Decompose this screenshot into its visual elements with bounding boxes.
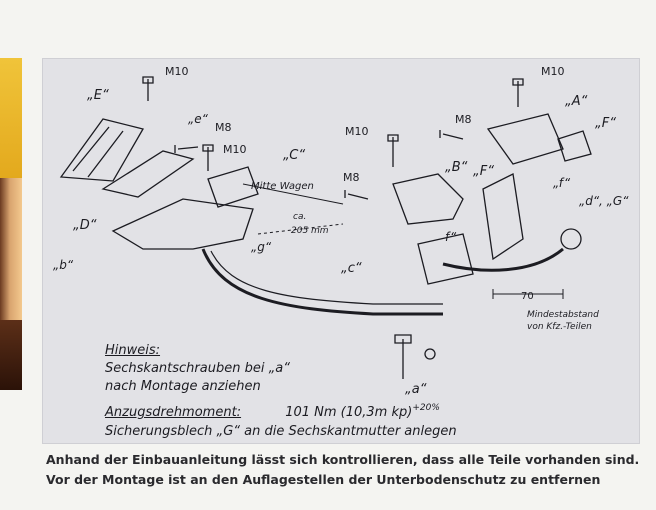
- label-F: „F“: [595, 116, 616, 131]
- label-M10-4: M10: [541, 65, 565, 78]
- side-photo-strip: [0, 58, 22, 390]
- label-von-kfz-teilen: von Kfz.-Teilen: [527, 322, 592, 332]
- hinweis-title: Hinweis:: [105, 343, 161, 358]
- label-g: „g“: [251, 240, 272, 254]
- plate-c: [417, 233, 474, 285]
- label-205mm: 205 mm: [291, 226, 329, 236]
- label-M10-2: M10: [223, 143, 247, 156]
- cross-tube-edge: [210, 250, 443, 305]
- bracket-e: [101, 150, 195, 198]
- label-f2: f“: [445, 230, 457, 244]
- photo-dark-area: [0, 320, 22, 390]
- dim-70-line: [492, 289, 564, 299]
- label-70: 70: [521, 291, 534, 302]
- bolt-M8-center: [344, 190, 369, 200]
- vertical-mount: [482, 173, 524, 261]
- hinweis-line-1: Sechskantschrauben bei „a“: [105, 361, 291, 376]
- bolt-M8-right: [439, 130, 464, 140]
- torque-row: Anzugsdrehmoment: 101 Nm (10,3m kp)+20%: [105, 403, 505, 423]
- caption-line-1: Anhand der Einbauanleitung lässt sich ko…: [46, 452, 640, 467]
- ball-neck: [442, 247, 564, 272]
- clamp-C: [207, 166, 259, 208]
- plate-F: [557, 130, 592, 162]
- bracket-B: [392, 173, 464, 225]
- label-D: „D“: [73, 218, 97, 233]
- label-ca: ca.: [293, 212, 306, 222]
- cross-tube: [201, 248, 443, 316]
- label-M10-3: M10: [345, 125, 369, 138]
- photo-gold-area: [0, 58, 22, 178]
- label-M10-1: M10: [165, 65, 189, 78]
- bolt-a: [394, 334, 412, 379]
- bracket-A: [486, 113, 564, 165]
- bracket-E-ribs: [72, 126, 124, 178]
- ca-205-line: [257, 223, 344, 235]
- label-M8-2: M8: [343, 171, 360, 184]
- bracket-E: [59, 118, 144, 182]
- label-A: „A“: [565, 94, 588, 109]
- torque-line-2: Sicherungsblech „G“ an die Sechskantmutt…: [105, 424, 457, 439]
- label-dG: „d“, „G“: [579, 194, 629, 208]
- label-c: „c“: [341, 261, 362, 276]
- torque-title: Anzugsdrehmoment:: [105, 405, 242, 420]
- label-e: „e“: [188, 112, 209, 126]
- bolt-M10-center: [387, 134, 399, 167]
- label-f: „f“: [553, 176, 571, 190]
- torque-value: 101 Nm (10,3m kp): [285, 405, 413, 420]
- torque-tolerance: +20%: [412, 403, 440, 413]
- hinweis-line-2: nach Montage anziehen: [105, 379, 261, 394]
- tow-ball: [560, 228, 582, 250]
- label-E: „E“: [87, 88, 109, 103]
- label-B: „B“: [445, 160, 468, 175]
- label-mindestabstand: Mindestabstand: [527, 310, 599, 320]
- label-mitte-wagen: Mitte Wagen: [251, 181, 314, 192]
- mitte-wagen-line: [242, 183, 344, 205]
- bracket-D: [111, 198, 254, 250]
- washer-a: [424, 348, 436, 360]
- bolt-M8-left: [174, 145, 199, 153]
- label-M8-1: M8: [215, 121, 232, 134]
- bolt-M10-mid: [202, 144, 214, 171]
- image-caption: Anhand der Einbauanleitung lässt sich ko…: [46, 450, 646, 490]
- label-a: „a“: [405, 382, 427, 397]
- bolt-M10-left: [142, 76, 154, 101]
- towbar-installation-diagram: „E“ „e“ „D“ „b“ „C“ „g“ „A“ „F“ „f“ „B“ …: [42, 58, 640, 444]
- notes-block: Hinweis: Sechskantschrauben bei „a“ nach…: [105, 342, 505, 441]
- label-F2: „F“: [473, 164, 494, 179]
- label-M8-3: M8: [455, 113, 472, 126]
- label-b: „b“: [53, 258, 74, 272]
- caption-line-2: Vor der Montage ist an den Auflagestelle…: [46, 472, 601, 487]
- label-C: „C“: [283, 148, 305, 163]
- diagram-drawing: „E“ „e“ „D“ „b“ „C“ „g“ „A“ „F“ „f“ „B“ …: [53, 65, 629, 397]
- bolt-M10-right: [512, 78, 524, 107]
